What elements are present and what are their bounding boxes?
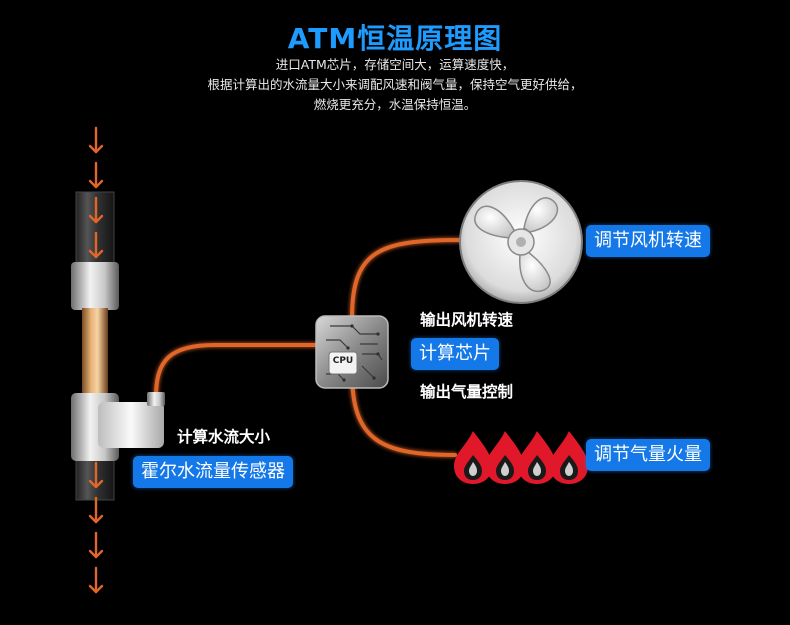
gas-flames <box>454 431 588 484</box>
wire-cpu-to-fan <box>350 238 462 320</box>
signal-wires <box>154 238 462 457</box>
flame-icon <box>550 431 588 484</box>
fan-badge: 调节风机转速 <box>586 225 710 257</box>
water-pipe <box>71 191 165 501</box>
description-line-2: 根据计算出的水流量大小来调配风速和阀气量，保持空气更好供给， <box>207 77 583 92</box>
flame-icon <box>486 431 524 484</box>
water-flow-arrows <box>88 126 104 594</box>
description: 进口ATM芯片，存储空间大，运算速度快， 根据计算出的水流量大小来调配风速和阀气… <box>0 55 790 115</box>
description-line-3: 燃烧更充分，水温保持恒温。 <box>313 97 477 112</box>
wire-cpu-to-gas <box>350 370 457 457</box>
flame-icon <box>454 431 492 484</box>
description-line-1: 进口ATM芯片，存储空间大，运算速度快， <box>275 57 515 72</box>
cpu-chip-icon <box>315 315 389 389</box>
page-title: ATM恒温原理图 <box>287 22 503 55</box>
fan-icon <box>459 180 583 304</box>
sensor-badge: 霍尔水流量传感器 <box>133 456 293 488</box>
cpu-chip-label: CPU <box>332 356 354 366</box>
cpu-output-fan-label: 输出风机转速 <box>420 311 514 329</box>
cpu-output-gas-label: 输出气量控制 <box>420 383 514 401</box>
gas-badge: 调节气量火量 <box>586 439 710 471</box>
cpu-badge: 计算芯片 <box>411 338 499 370</box>
wire-sensor-to-cpu <box>154 343 320 399</box>
flame-icon <box>518 431 556 484</box>
sensor-caption: 计算水流大小 <box>177 428 271 446</box>
